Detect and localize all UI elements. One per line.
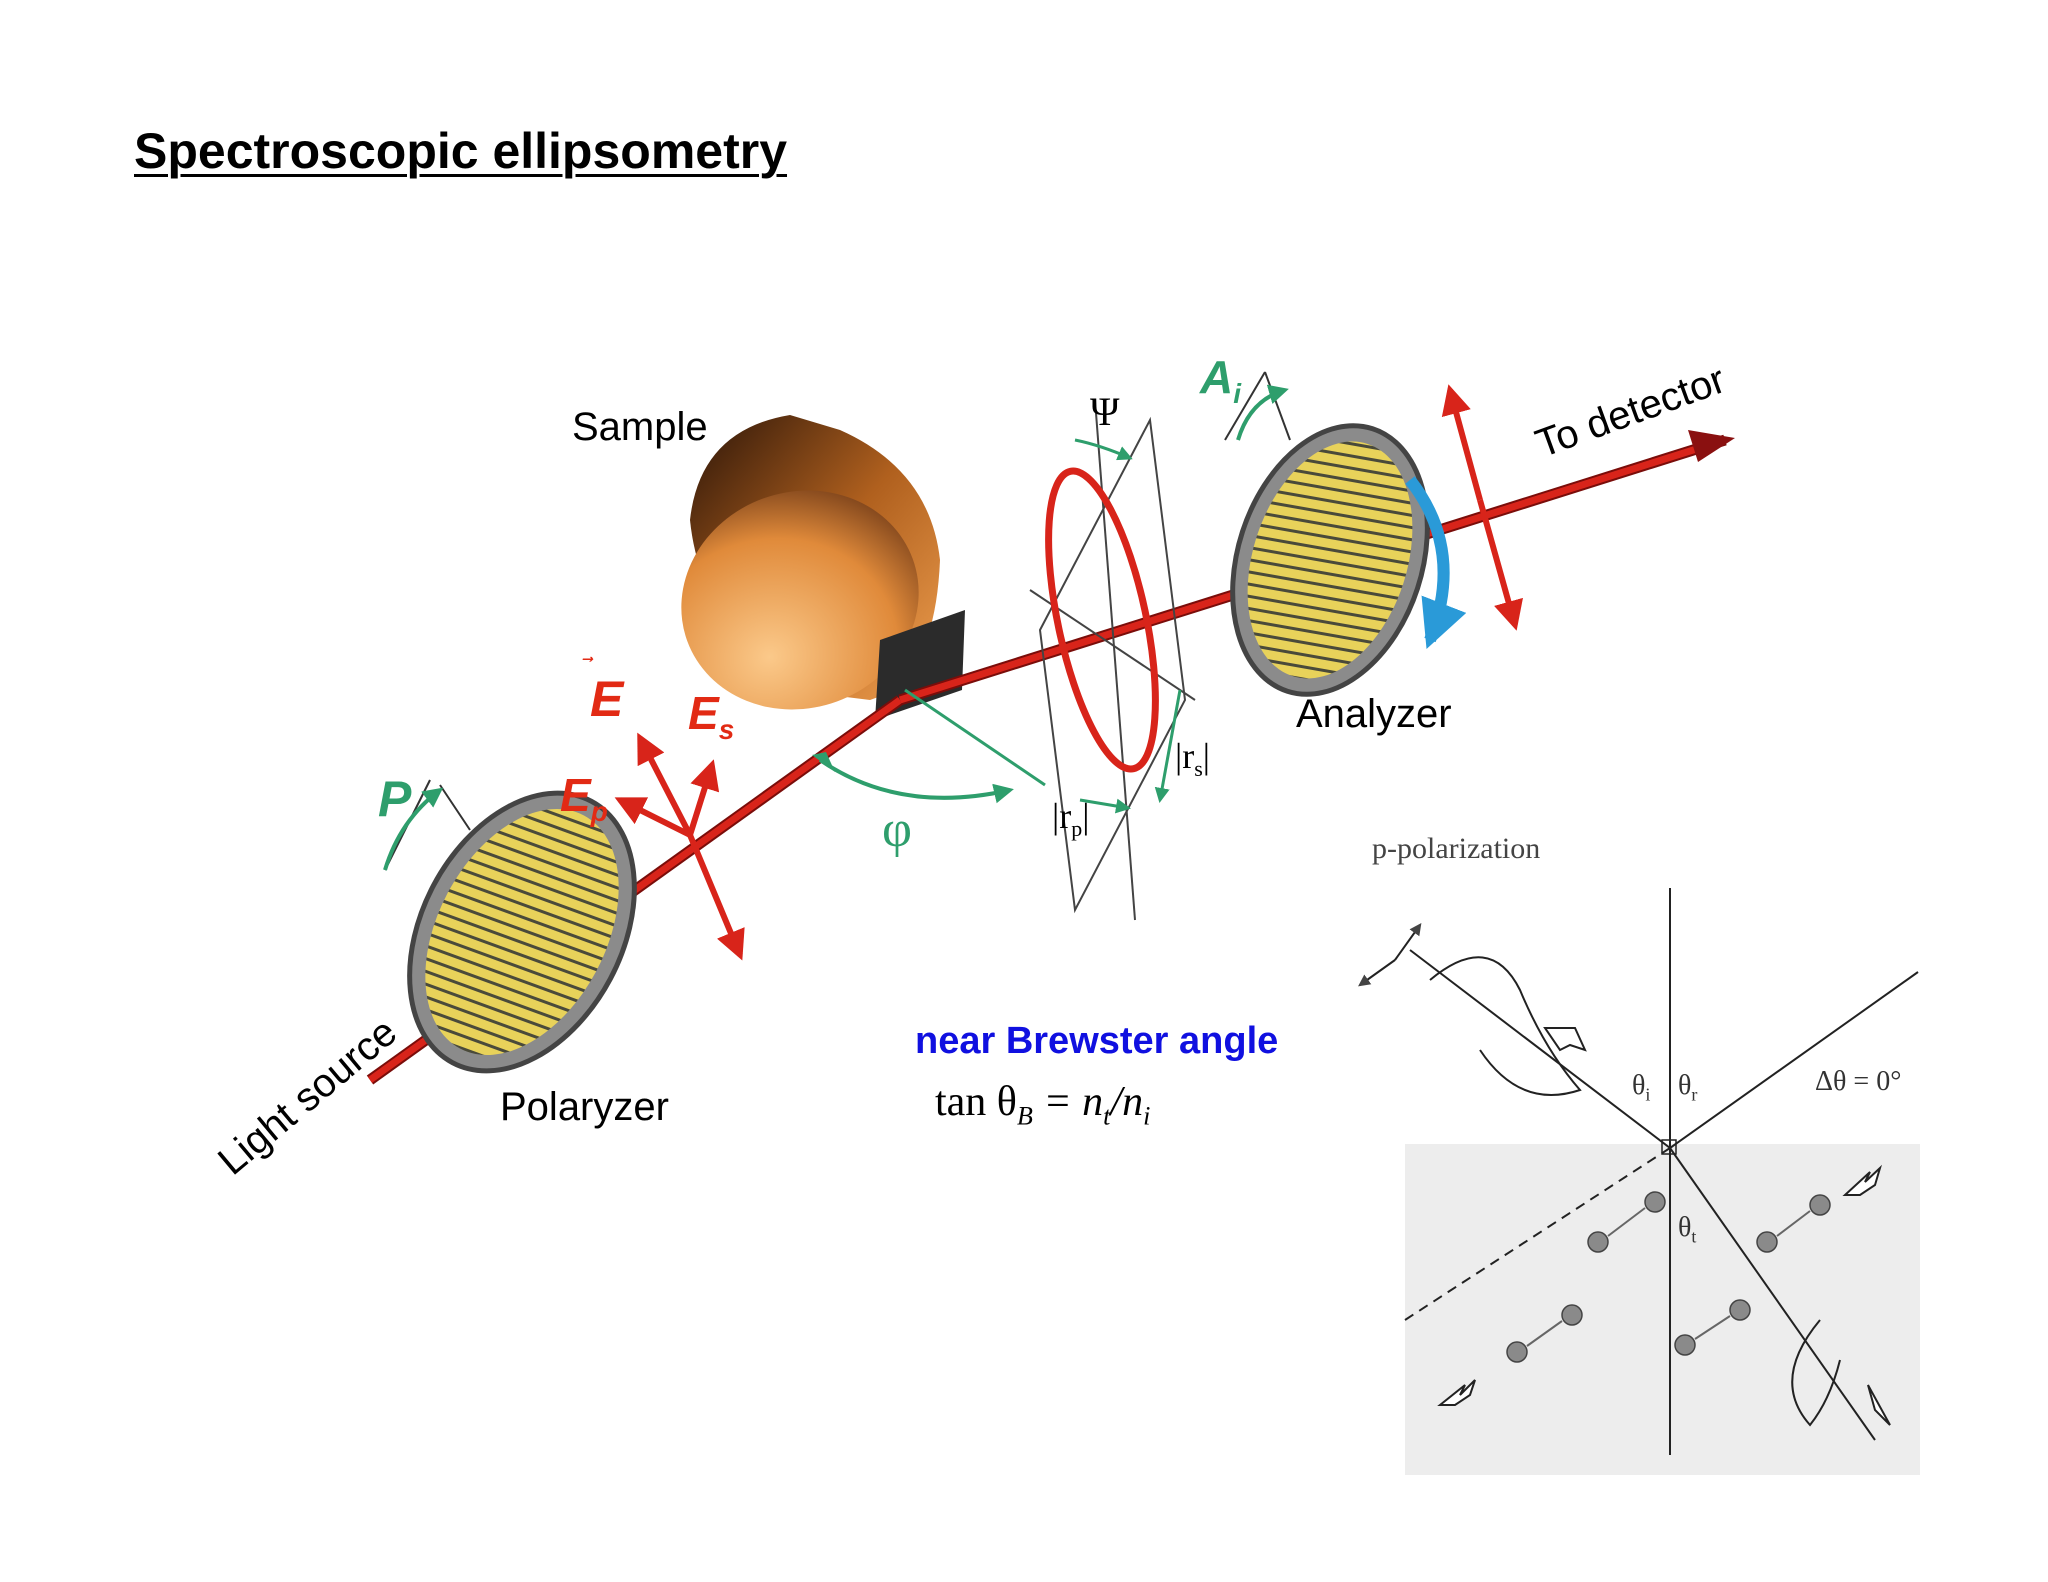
theta-t-label: θt: [1678, 1212, 1697, 1247]
r-p-label: |rp|: [1052, 796, 1090, 842]
e-s-vector-label: Es: [688, 687, 735, 746]
output-field-arrow: [1441, 384, 1523, 631]
e-vector-label: ⃗E: [590, 671, 624, 727]
sample-label: Sample: [572, 405, 708, 449]
delta-theta-label: Δθ = 0°: [1815, 1066, 1902, 1097]
polarizer-disc: [383, 779, 637, 1074]
polarization-ellipse: [1029, 399, 1196, 921]
phi-label: φ: [882, 801, 913, 858]
theta-i-label: θi: [1632, 1070, 1651, 1105]
theta-r-label: θr: [1678, 1070, 1698, 1105]
phi-angle: [812, 688, 1046, 804]
sample-block: [875, 610, 965, 720]
brewster-formula: tan θB = nt/ni: [935, 1079, 1151, 1131]
page-title: Spectroscopic ellipsometry: [134, 123, 788, 179]
e-p-vector-label: Ep: [560, 769, 608, 828]
psi-label: Ψ: [1090, 389, 1120, 434]
brewster-heading: near Brewster angle: [915, 1020, 1279, 1062]
e-field-arrows: [614, 732, 745, 961]
p-polarization-inset: [1358, 888, 1920, 1475]
analyzer-disc: [1224, 371, 1467, 697]
inset-title: p-polarization: [1372, 832, 1541, 865]
polarizer-label: Polaryzer: [500, 1085, 669, 1129]
polarizer-angle-label: P: [378, 771, 412, 827]
sample-cylinder: [681, 415, 940, 710]
r-s-label: |rs|: [1175, 736, 1210, 782]
analyzer-label: Analyzer: [1296, 692, 1452, 736]
analyzer-angle-label: Ai: [1200, 351, 1242, 410]
